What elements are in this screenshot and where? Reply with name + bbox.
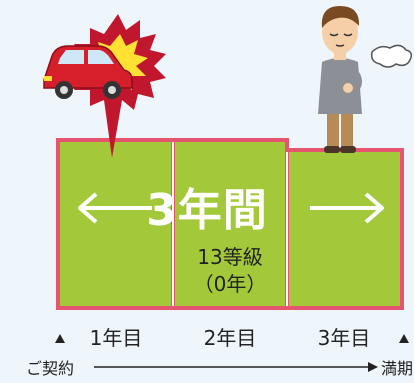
timeline-axis [94,362,378,372]
car-icon [43,45,133,99]
year-label-1: 1年目 [89,326,143,350]
block-year-1 [56,138,175,310]
year-label-2: 2年目 [203,326,257,350]
grade-value: 13等級 [197,245,263,269]
relieved-man-icon [318,6,413,153]
period-arrows [78,192,384,224]
period-label: 3年間 [146,185,268,236]
axis-start-label: ご契約 [26,359,75,378]
block-year-2 [171,138,289,310]
end-marker-icon [399,334,409,343]
year-label-3: 3年目 [317,326,371,350]
grade-years: （0年） [193,272,267,296]
start-marker-icon [55,334,65,343]
axis-end-label: 満期 [381,359,414,378]
